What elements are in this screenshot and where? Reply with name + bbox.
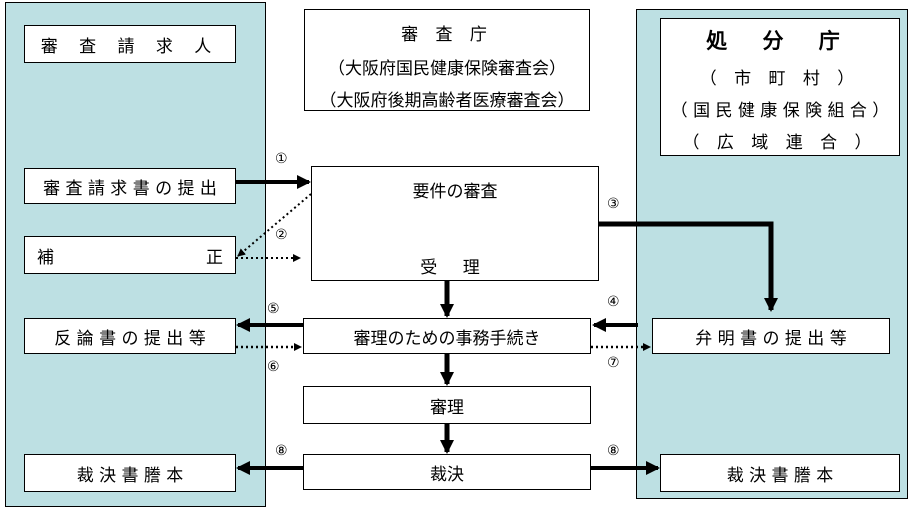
step-7-label: ⑦ xyxy=(607,355,620,371)
submit-rebuttal-box: 反 論 書 の 提 出 等 xyxy=(24,318,236,354)
step-1-label: ① xyxy=(275,151,288,167)
step-8a-label: ⑧ xyxy=(275,443,288,459)
submit-explanation-label: 弁 明 書 の 提 出 等 xyxy=(695,328,847,349)
correction-box: 補 正 xyxy=(24,236,236,274)
agency-line-1: （ 市 町 村 ） xyxy=(699,69,861,89)
authority-line-2: （大阪府後期高齢者医療審査会） xyxy=(319,91,575,111)
procedures-label: 審理のための事務手続き xyxy=(353,328,541,349)
agency-decision-copy-box: 裁 決 書 謄 本 xyxy=(660,454,900,492)
requirement-review-label: 要件の審査 xyxy=(412,182,498,202)
hearing-box: 審理 xyxy=(303,386,591,424)
decision-box: 裁決 xyxy=(303,454,591,490)
authority-box: 審 査 庁 （大阪府国民健康保険審査会） （大阪府後期高齢者医療審査会） xyxy=(304,9,590,111)
authority-line-1: （大阪府国民健康保険審査会） xyxy=(328,59,566,79)
agency-title-box: 処 分 庁 （ 市 町 村 ） （ 国 民 健 康 保 険 組 合 ） （ 広 … xyxy=(660,18,900,156)
correction-label-2: 正 xyxy=(206,247,223,268)
step-6-label: ⑥ xyxy=(267,359,280,375)
submit-explanation-box: 弁 明 書 の 提 出 等 xyxy=(652,318,890,354)
appellant-title: 審 査 請 求 人 xyxy=(40,36,220,57)
step-4-label: ④ xyxy=(607,294,620,310)
agency-line-3: （ 広 域 連 合 ） xyxy=(682,133,878,153)
arrow-3-to-agency xyxy=(599,221,778,312)
step-2-label: ② xyxy=(275,227,288,243)
procedures-box: 審理のための事務手続き xyxy=(303,318,591,354)
agency-line-2: （ 国 民 健 康 保 険 組 合 ） xyxy=(670,101,890,121)
agency-decision-copy-label: 裁 決 書 謄 本 xyxy=(726,465,834,486)
step-8b-label: ⑧ xyxy=(607,443,620,459)
submit-request-label: 審 査 請 求 書 の 提 出 xyxy=(43,178,217,199)
submit-request-box: 審 査 請 求 書 の 提 出 xyxy=(24,168,236,204)
step-5-label: ⑤ xyxy=(267,301,280,317)
appellant-title-box: 審 査 請 求 人 xyxy=(24,25,236,63)
appellant-decision-copy-label: 裁 決 書 謄 本 xyxy=(76,465,184,486)
appellant-decision-copy-box: 裁 決 書 謄 本 xyxy=(24,454,236,492)
agency-title: 処 分 庁 xyxy=(706,29,854,53)
correction-label-1: 補 xyxy=(37,247,54,268)
authority-title: 審 査 庁 xyxy=(401,25,493,45)
hearing-label: 審理 xyxy=(430,397,464,418)
decision-label: 裁決 xyxy=(430,464,464,485)
submit-rebuttal-label: 反 論 書 の 提 出 等 xyxy=(54,328,206,349)
requirement-review-box: 要件の審査 受 理 xyxy=(311,166,599,281)
acceptance-label: 受 理 xyxy=(420,258,490,278)
arrow-2-correction-request xyxy=(237,193,312,257)
step-3-label: ③ xyxy=(607,196,620,212)
